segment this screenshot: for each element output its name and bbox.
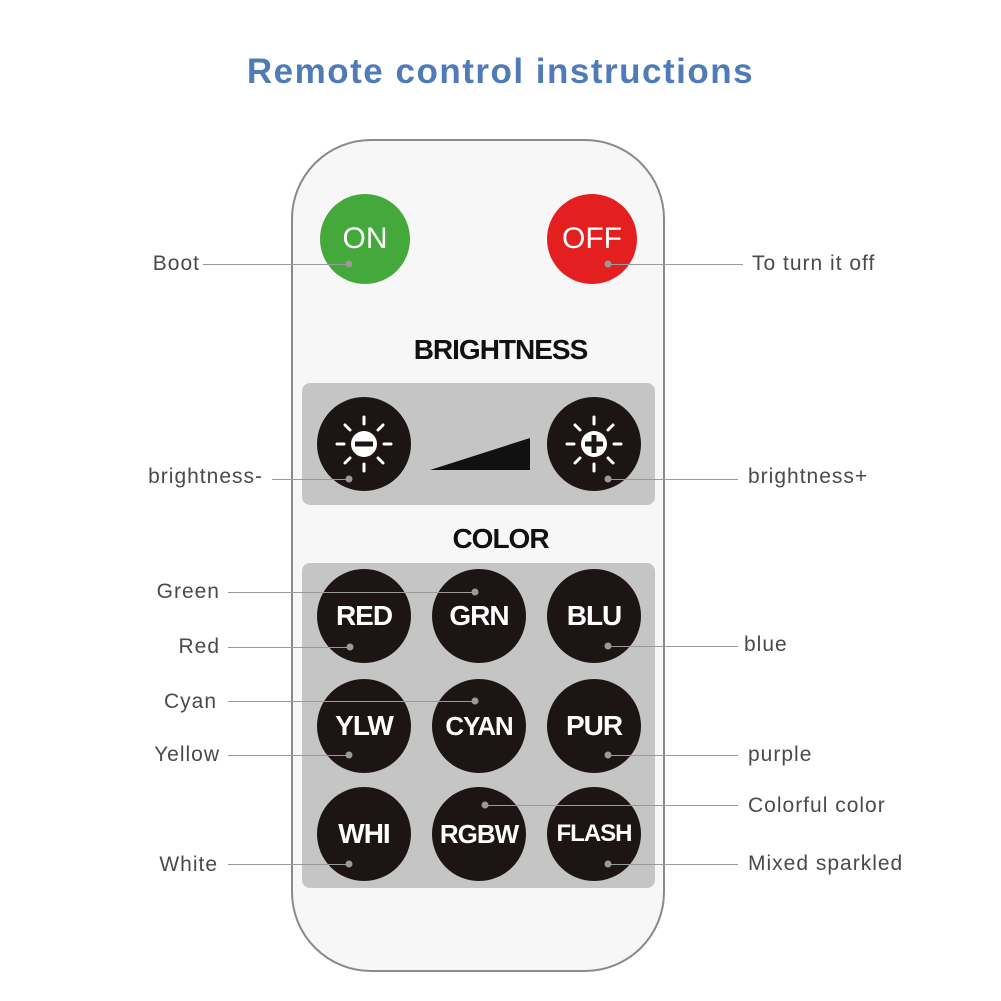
color-button-red[interactable]: RED [317,569,411,663]
leader-line-boot [203,264,349,265]
color-button-label: BLU [566,600,623,631]
color-button-label: FLASH [556,820,633,847]
on-button-label: ON [342,222,388,255]
callout-blue: blue [744,633,788,656]
color-button-whi[interactable]: WHI [317,787,411,881]
callout-dot-red [346,643,354,651]
sun-plus-icon [565,415,623,473]
callout-brightness-down: brightness- [148,465,263,488]
callout-boot: Boot [152,252,200,275]
on-button[interactable]: ON [320,194,410,284]
leader-line-brightness-down [272,479,349,480]
callout-colorful: Colorful color [748,794,886,817]
color-button-flash[interactable]: FLASH [547,787,641,881]
callout-green: Green [156,580,220,603]
callout-purple: purple [748,743,813,766]
color-button-blu[interactable]: BLU [547,569,641,663]
callout-dot-white [345,860,353,868]
callout-cyan: Cyan [163,690,217,713]
color-button-ylw[interactable]: YLW [317,679,411,773]
leader-line-blue [608,646,738,647]
color-heading: COLOR [452,523,549,554]
callout-dot-boot [345,260,353,268]
leader-line-green [228,592,475,593]
callout-off: To turn it off [752,252,876,275]
callout-brightness-up: brightness+ [748,465,869,488]
callout-mixed: Mixed sparkled [748,852,904,875]
color-button-label: CYAN [445,710,513,741]
leader-line-purple [608,755,738,756]
color-button-label: GRN [449,600,509,631]
color-button-label: RED [335,600,393,631]
callout-dot-brightness-down [345,475,353,483]
color-button-label: RGBW [439,818,519,849]
callout-dot-green [471,588,479,596]
color-button-pur[interactable]: PUR [547,679,641,773]
color-button-cyan[interactable]: CYAN [432,679,526,773]
leader-line-off [608,264,743,265]
leader-line-mixed [608,864,738,865]
color-button-label: WHI [338,818,390,849]
leader-line-red [228,647,350,648]
callout-dot-cyan [471,697,479,705]
callout-dot-yellow [345,751,353,759]
page-title: Remote control instructions [246,52,755,91]
leader-line-white [228,864,349,865]
brightness-heading: BRIGHTNESS [413,334,589,365]
color-button-label: PUR [565,710,623,741]
leader-line-cyan [228,701,475,702]
color-button-rgbw[interactable]: RGBW [432,787,526,881]
callout-yellow: Yellow [154,743,220,766]
callout-white: White [159,853,218,876]
brightness-up-button[interactable] [547,397,641,491]
leader-line-colorful [485,805,738,806]
color-button-label: YLW [335,710,394,741]
brightness-down-button[interactable] [317,397,411,491]
off-button[interactable]: OFF [547,194,637,284]
color-button-grn[interactable]: GRN [432,569,526,663]
off-button-label: OFF [562,222,622,255]
callout-red: Red [178,635,220,658]
leader-line-brightness-up [608,479,738,480]
brightness-ramp-icon [430,438,530,470]
leader-line-yellow [228,755,349,756]
sun-minus-icon [335,415,393,473]
